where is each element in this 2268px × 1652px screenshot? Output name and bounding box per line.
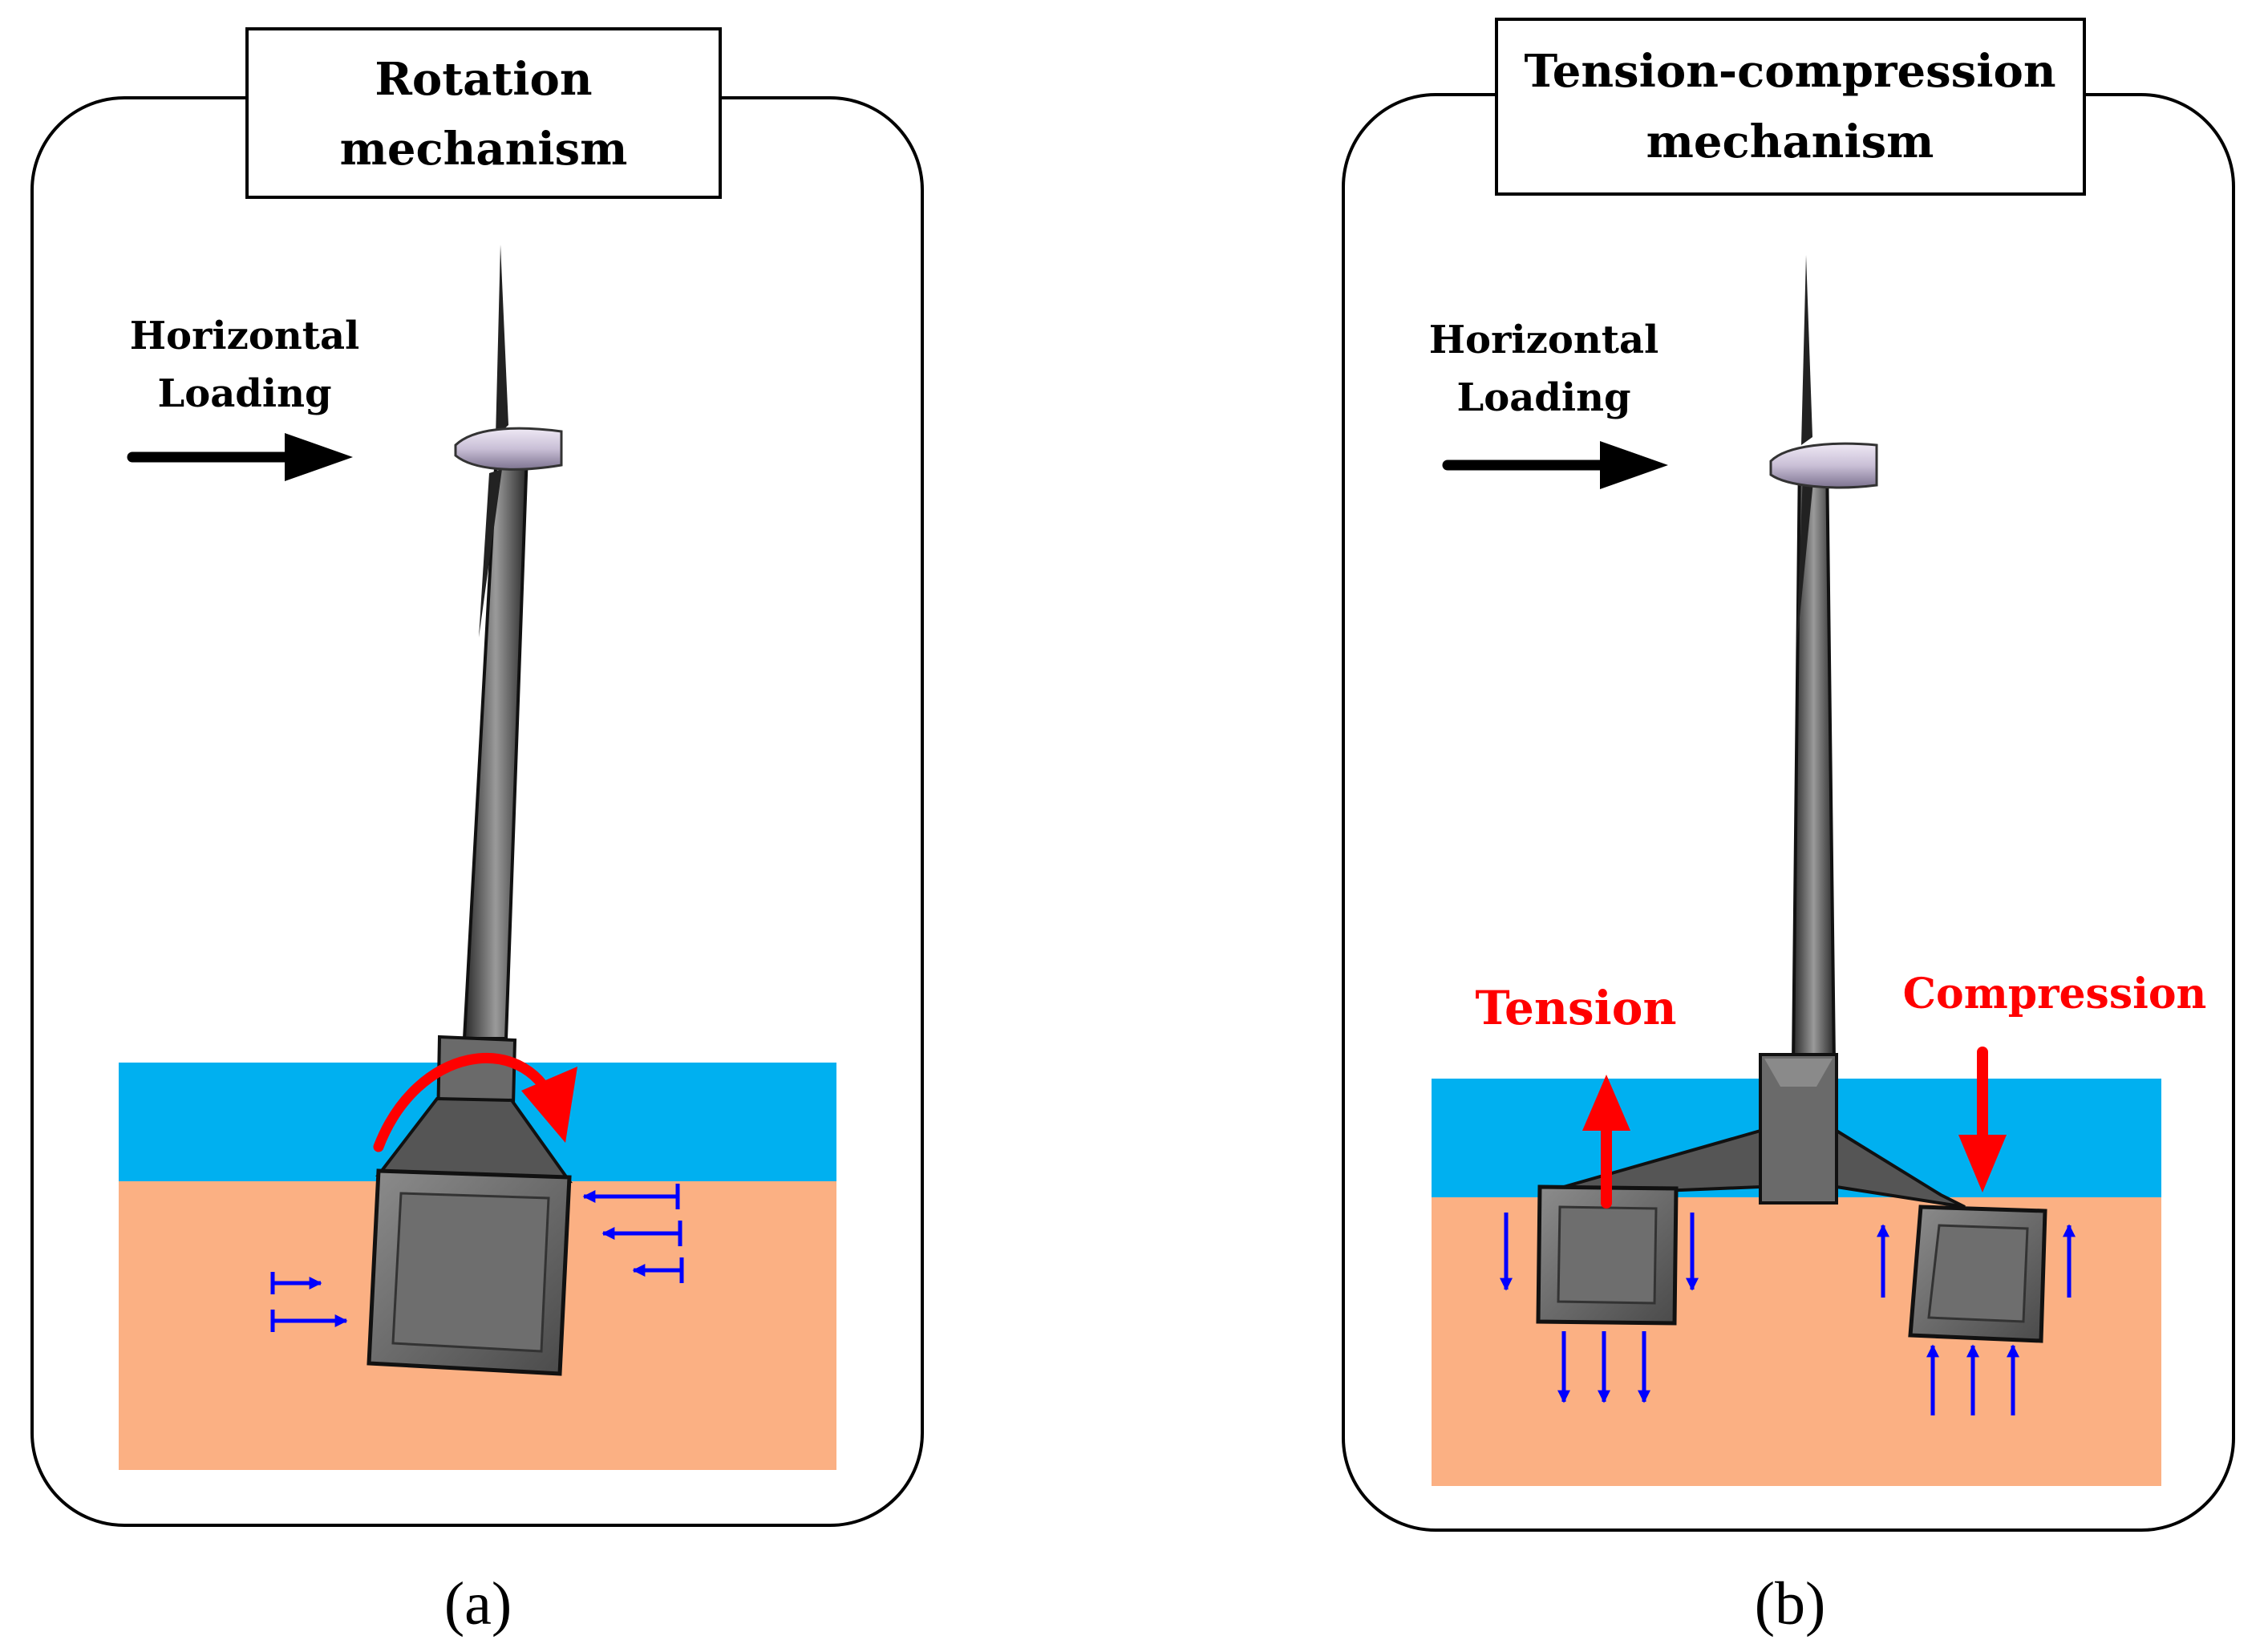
- panel-b-blade-lower: [1796, 473, 1814, 650]
- panel-b-soil-reactions-right: [1876, 1224, 2076, 1415]
- panel-b-title-line1: Tension-compression: [1524, 45, 2055, 98]
- panel-b-blade-upper: [1801, 255, 1812, 445]
- panel-a-soil-reactions-left: [270, 1272, 348, 1332]
- panel-b-turbine: [1769, 255, 1878, 1064]
- panel-a-bucket-face: [391, 1192, 550, 1353]
- compression-arrow: [1958, 1047, 2007, 1192]
- panel-b-title-line2: mechanism: [1646, 115, 1934, 168]
- panel-a-turbine: [454, 245, 563, 1040]
- panel-b-caption: (b): [1755, 1570, 1826, 1638]
- panel-a-load-label-line2: Loading: [157, 371, 331, 416]
- panel-a-tower: [462, 451, 529, 1040]
- panel-b: Tension-compression mechanism Horizontal…: [1342, 18, 2235, 1638]
- panel-b-load-label-line2: Loading: [1456, 375, 1630, 420]
- panel-b-transition-piece: [1759, 1053, 1838, 1205]
- tension-label: Tension: [1475, 981, 1676, 1035]
- panel-b-load-arrow: [1442, 441, 1668, 489]
- panel-a-blade-lower: [479, 469, 502, 638]
- panel-b-soil-reactions-left: [1499, 1213, 1699, 1403]
- panel-b-tower: [1791, 454, 1837, 1064]
- panel-a-caption: (a): [444, 1570, 512, 1638]
- panel-a-load-arrow: [127, 433, 353, 481]
- panel-b-nacelle: [1769, 442, 1878, 489]
- panel-a-rotation-arrow: [373, 1052, 577, 1152]
- tension-arrow: [1582, 1075, 1630, 1209]
- panel-a: Rotation mechanism Horizontal Loading: [30, 27, 924, 1638]
- panel-a-title-line2: mechanism: [340, 123, 628, 176]
- panel-b-foundation: [1536, 1053, 2047, 1343]
- panel-a-soil-reactions-right: [582, 1184, 684, 1283]
- panel-a-title-line1: Rotation: [375, 53, 592, 106]
- compression-label: Compression: [1903, 970, 2207, 1018]
- panel-a-load-label-line1: Horizontal: [130, 314, 360, 358]
- panel-a-nacelle: [454, 427, 563, 471]
- panel-b-title-box: [1495, 18, 2086, 196]
- panel-a-foundation: [367, 1035, 573, 1376]
- panel-b-load-label-line1: Horizontal: [1429, 318, 1659, 362]
- panel-a-title-box: [245, 27, 722, 199]
- panel-a-blade-upper: [496, 245, 508, 437]
